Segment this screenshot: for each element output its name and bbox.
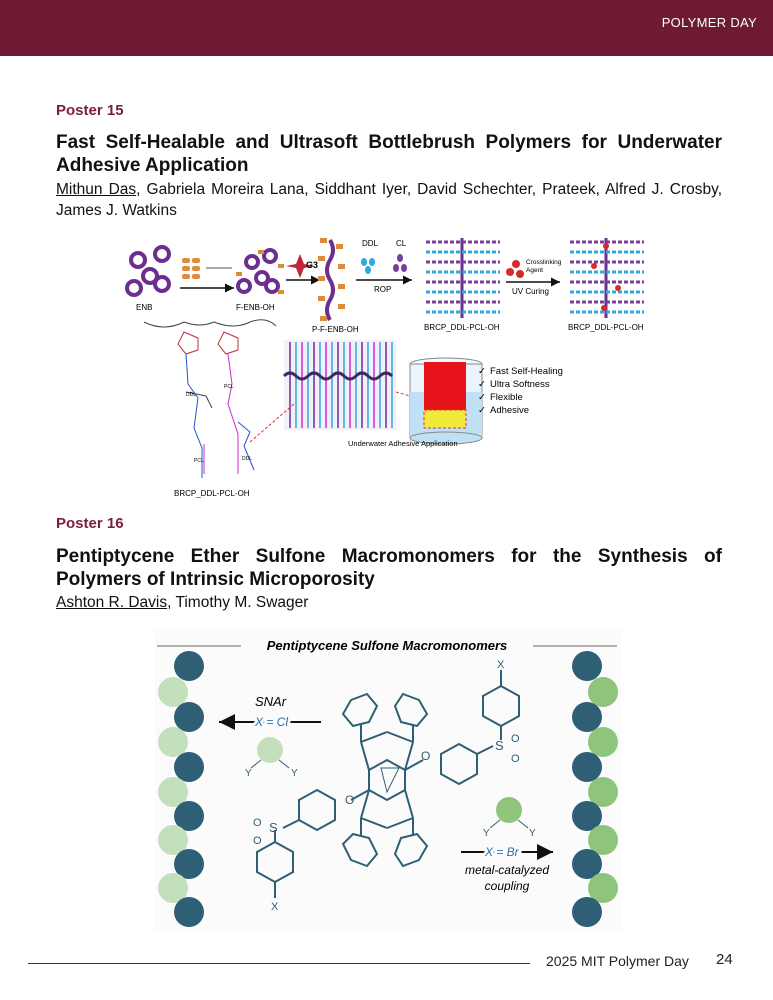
y-label-4: Y — [529, 828, 536, 839]
header-bar: POLYMER DAY — [0, 0, 773, 56]
svg-text:✓: ✓ — [478, 405, 486, 416]
cl-label: CL — [396, 239, 407, 248]
uv-label: UV Curing — [512, 287, 549, 296]
nucleophile-monomer — [257, 737, 283, 763]
poster-15-authors: Mithun Das, Gabriela Moreira Lana, Siddh… — [56, 179, 722, 221]
crosslink-label-2: Agent — [526, 267, 543, 274]
pentiptycene-scheme: Pentiptycene Sulfone Macromonomers SNAr … — [157, 638, 618, 927]
poster-16-presenter: Ashton R. Davis — [56, 594, 168, 611]
g3-label: G3 — [306, 260, 318, 270]
coupling-monomer — [496, 797, 522, 823]
ddl-label: DDL — [362, 239, 379, 248]
brcp-brush-1 — [426, 238, 500, 318]
brcp-label-2: BRCP_DDL-PCL-OH — [568, 323, 644, 332]
poster-15-coauthors: , Gabriela Moreira Lana, Siddhant Iyer, … — [56, 181, 722, 219]
figure-title: Pentiptycene Sulfone Macromonomers — [267, 638, 508, 653]
x-substituent-top: X — [497, 659, 505, 671]
brcp-label-1: BRCP_DDL-PCL-OH — [424, 323, 500, 332]
fenb-label: F-ENB-OH — [236, 303, 275, 312]
y-label-2: Y — [291, 768, 298, 779]
ddl-label-small-2: DDL — [242, 456, 252, 462]
rop-label: ROP — [374, 285, 391, 294]
y-label-1: Y — [245, 768, 252, 779]
property-item: Fast Self-Healing — [490, 366, 563, 377]
network-image — [282, 340, 396, 430]
x-cl-label: X = Cl — [254, 715, 288, 729]
fenb-rings — [236, 248, 280, 294]
svg-text:✓: ✓ — [478, 392, 486, 403]
poster-16-title: Pentiptycene Ether Sulfone Macromonomers… — [56, 546, 722, 590]
crosslink-label-1: Crosslinking — [526, 259, 562, 266]
brcp-label-3: BRCP_DDL-PCL-OH — [174, 489, 250, 498]
property-list: ✓ Fast Self-Healing ✓ Ultra Softness ✓ Flex… — [478, 366, 563, 416]
pfenb-label: P-F-ENB-OH — [312, 325, 359, 334]
beaker-icon — [409, 357, 483, 445]
footer-text: 2025 MIT Polymer Day — [546, 953, 689, 969]
pcl-label-2: PCL — [194, 458, 204, 464]
pfenb-backbone — [325, 238, 335, 322]
sulfone-s-right: S — [495, 738, 504, 753]
coupling-label-2: coupling — [485, 879, 530, 893]
svg-text:✓: ✓ — [478, 379, 486, 390]
poster-15-title: Fast Self-Healable and Ultrasoft Bottleb… — [56, 132, 722, 176]
sulfone-o-left-1: O — [253, 817, 262, 829]
x-substituent-bottom: X — [271, 901, 279, 913]
functionalizer-blocks — [182, 258, 200, 279]
bottlebrush-scheme: ENB F-ENB-OH G3 P-F-ENB-OH DDL CL ROP — [125, 238, 644, 498]
x-br-label: X = Br — [484, 845, 520, 859]
property-item: Ultra Softness — [490, 379, 550, 390]
poster-15-presenter: Mithun Das — [56, 181, 137, 198]
poster-16-label: Poster 16 — [56, 515, 124, 532]
svg-text:✓: ✓ — [478, 366, 486, 377]
property-item: Flexible — [490, 392, 523, 403]
brcp-molecule — [143, 319, 277, 478]
sulfone-o-right-2: O — [511, 753, 520, 765]
pcl-label-1: PCL — [224, 384, 234, 390]
y-label-3: Y — [483, 828, 490, 839]
underwater-label: Underwater Adhesive Application — [348, 439, 458, 448]
pentiptycene-molecule — [256, 670, 520, 898]
property-item: Adhesive — [490, 405, 529, 416]
left-polymer-chain — [158, 651, 204, 927]
ddl-label-small-1: DDL — [186, 392, 196, 398]
poster-15-label: Poster 15 — [56, 102, 124, 119]
enb-label: ENB — [136, 303, 152, 312]
ether-o-left: O — [345, 793, 354, 807]
poster-16-coauthors: , Timothy M. Swager — [167, 594, 309, 611]
g3-catalyst-icon — [286, 254, 314, 278]
poster-16-authors: Ashton R. Davis, Timothy M. Swager — [56, 592, 722, 613]
header-title: POLYMER DAY — [661, 15, 757, 30]
sulfone-o-right-1: O — [511, 733, 520, 745]
sulfone-o-left-2: O — [253, 835, 262, 847]
sulfone-s-left: S — [269, 820, 278, 835]
right-polymer-chain — [572, 651, 618, 927]
snar-label: SNAr — [255, 694, 287, 709]
brcp-brush-2 — [570, 238, 644, 318]
poster-15-figure: ENB F-ENB-OH G3 P-F-ENB-OH DDL CL ROP — [124, 232, 650, 500]
footer-rule — [28, 963, 530, 964]
enb-rings — [125, 245, 171, 297]
ether-o-right: O — [421, 749, 430, 763]
coupling-label-1: metal-catalyzed — [465, 863, 549, 877]
page-number: 24 — [716, 951, 733, 968]
poster-16-figure: Pentiptycene Sulfone Macromonomers SNAr … — [155, 630, 621, 930]
